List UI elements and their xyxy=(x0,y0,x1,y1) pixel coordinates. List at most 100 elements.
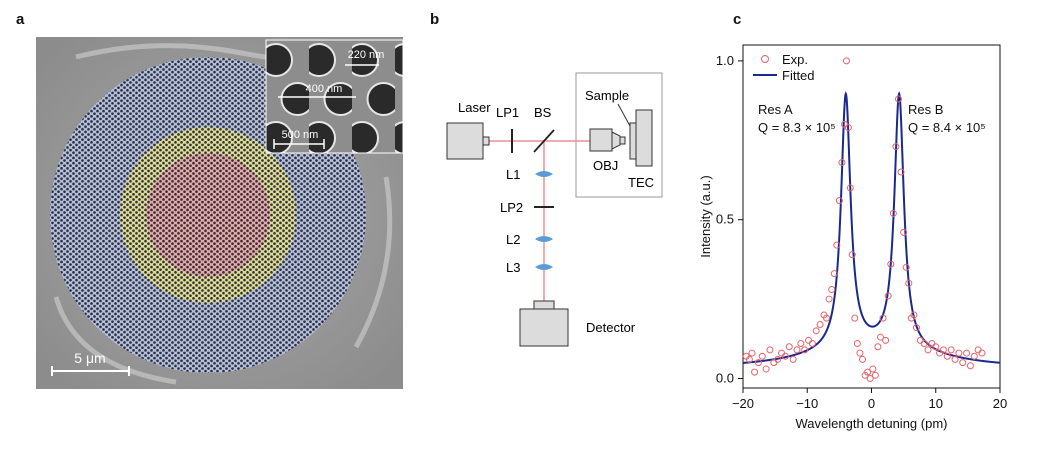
sample-enclosure xyxy=(575,72,663,198)
exp-data-point xyxy=(823,314,831,322)
exp-data-point xyxy=(833,241,841,249)
exp-data-point xyxy=(801,346,809,354)
sample-label: Sample xyxy=(585,88,629,103)
exp-data-point xyxy=(830,270,838,278)
exp-data-point xyxy=(900,228,908,236)
exp-data-point xyxy=(920,340,928,348)
sample xyxy=(629,122,637,160)
l3-label: L3 xyxy=(506,260,520,275)
exp-data-point xyxy=(778,349,786,357)
exp-data-point xyxy=(859,355,867,363)
exp-data-point xyxy=(853,340,861,348)
exp-data-point xyxy=(905,279,913,287)
lens-l3 xyxy=(535,264,553,270)
exp-data-point xyxy=(892,143,900,151)
exp-data-point xyxy=(924,346,932,354)
y-axis-label: Intensity (a.u.) xyxy=(698,175,713,257)
beam-splitter xyxy=(533,129,555,153)
legend-exp-marker xyxy=(761,55,769,63)
exp-data-point xyxy=(766,346,774,354)
lp2-label: LP2 xyxy=(500,200,523,215)
exp-data-point xyxy=(943,352,951,360)
exp-data-point xyxy=(805,336,813,344)
exp-data-point xyxy=(825,295,833,303)
bs-label: BS xyxy=(534,105,552,120)
exp-data-point xyxy=(793,346,801,354)
tec-stage xyxy=(635,109,653,167)
exp-data-point xyxy=(947,346,955,354)
exp-data-point xyxy=(939,346,947,354)
x-axis-label: Wavelength detuning (pm) xyxy=(796,416,948,431)
exp-data-point xyxy=(781,352,789,360)
exp-data-point xyxy=(864,368,872,376)
exp-data-point xyxy=(754,359,762,367)
exp-data-point xyxy=(816,320,824,328)
x-tick-label: 0 xyxy=(868,396,875,411)
sem-image: 5 μm 220 nm 400 nm 500 nm xyxy=(36,37,404,389)
exp-data-point xyxy=(897,168,905,176)
exp-data-point xyxy=(789,355,797,363)
exp-data-point xyxy=(876,333,884,341)
exp-data-point xyxy=(838,159,846,167)
exp-data-point xyxy=(902,263,910,271)
inset-scale-label: 500 nm xyxy=(282,129,319,141)
exp-data-point xyxy=(758,352,766,360)
laser-label: Laser xyxy=(458,100,491,115)
exp-data-point xyxy=(894,95,902,103)
lens-l2 xyxy=(535,236,553,242)
exp-data-point xyxy=(848,251,856,259)
exp-data-point xyxy=(846,184,854,192)
exp-data-point xyxy=(932,343,940,351)
exp-data-point xyxy=(774,355,782,363)
exp-data-point xyxy=(879,314,887,322)
l1-label: L1 xyxy=(506,167,520,182)
exp-data-point xyxy=(871,371,879,379)
annotation-res-a: Res A xyxy=(758,102,793,117)
x-tick-label: −20 xyxy=(732,396,754,411)
setup-schematic-panel: Laser LP1 BS OBJ Sample TEC L1 LP2 L2 L3… xyxy=(420,20,680,370)
tec-label: TEC xyxy=(628,175,654,190)
exp-data-point xyxy=(887,260,895,268)
x-tick-label: 20 xyxy=(993,396,1007,411)
exp-data-point xyxy=(770,359,778,367)
exp-data-point xyxy=(928,340,936,348)
exp-data-point xyxy=(874,343,882,351)
legend-exp-label: Exp. xyxy=(782,52,808,67)
exp-data-point xyxy=(916,336,924,344)
exp-data-point xyxy=(889,209,897,217)
exp-data-point xyxy=(959,359,967,367)
l2-label: L2 xyxy=(506,232,520,247)
legend-fitted-label: Fitted xyxy=(782,68,815,83)
exp-data-point xyxy=(748,349,756,357)
laser-body xyxy=(446,122,484,160)
sem-image-panel: 5 μm 220 nm 400 nm 500 nm xyxy=(36,37,404,389)
inset-diameter-label: 220 nm xyxy=(348,49,385,61)
exp-data-point xyxy=(842,57,850,65)
exp-data-point xyxy=(955,349,963,357)
exp-data-point xyxy=(797,340,805,348)
panel-label-a: a xyxy=(16,11,25,28)
annotation-q-b: Q = 8.4 × 10⁵ xyxy=(908,120,986,135)
exp-data-point xyxy=(951,355,959,363)
exp-data-point xyxy=(882,336,890,344)
exp-data-point xyxy=(762,365,770,373)
detector-label: Detector xyxy=(586,320,636,335)
exp-data-point xyxy=(751,368,759,376)
y-tick-label: 1.0 xyxy=(716,53,734,68)
exp-data-point xyxy=(745,355,753,363)
exp-data-point xyxy=(970,352,978,360)
exp-data-point xyxy=(866,374,874,382)
setup-schematic: Laser LP1 BS OBJ Sample TEC L1 LP2 L2 L3… xyxy=(446,72,663,347)
exp-data-point xyxy=(912,324,920,332)
exp-data-point xyxy=(812,327,820,335)
x-tick-label: 10 xyxy=(929,396,943,411)
sem-inset: 220 nm 400 nm 500 nm xyxy=(265,39,404,154)
exp-data-point xyxy=(844,124,852,132)
exp-data-point xyxy=(856,349,864,357)
objective xyxy=(589,128,613,152)
plot-frame xyxy=(742,44,1001,389)
exp-data-point xyxy=(785,343,793,351)
x-tick-label: −10 xyxy=(796,396,818,411)
exp-data-point xyxy=(851,314,859,322)
